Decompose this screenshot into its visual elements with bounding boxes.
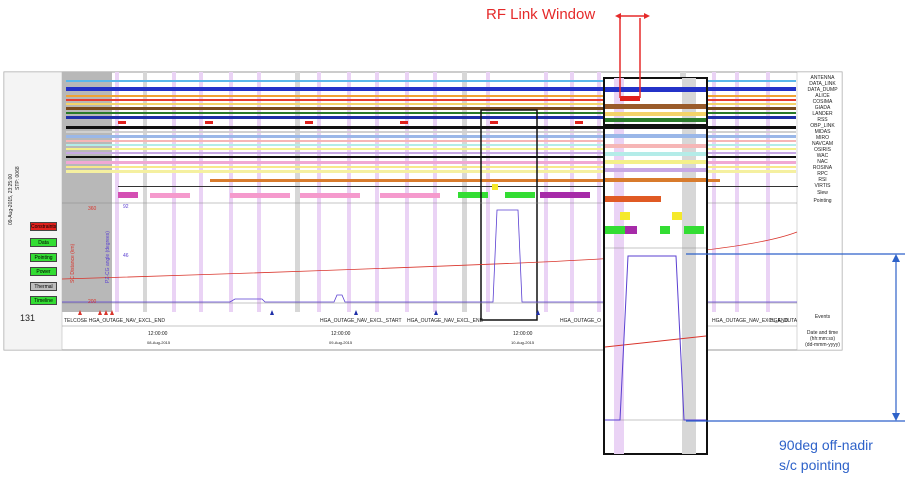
row-label-virtis: VIRTIS	[814, 183, 831, 189]
resource-bars	[66, 80, 798, 198]
row-label-obp-link: OBP_LINK	[810, 123, 835, 129]
row-label-events: Events	[814, 314, 831, 320]
date-tick: 08-Aug-2015	[147, 340, 171, 345]
angle-axis-label: PZ-CG angle (degrees)	[105, 231, 111, 283]
angle-max-tick: 92	[123, 204, 129, 210]
row-label-nac: NAC	[817, 159, 828, 165]
event-label: HGA_OUTA	[770, 318, 798, 324]
constraints-button[interactable]: Constraints	[30, 222, 57, 231]
row-label-giada: GIADA	[814, 105, 831, 111]
angle-line	[62, 209, 797, 303]
row-label-rsi: RSI	[818, 177, 827, 183]
timeline-button[interactable]: Timeline	[30, 296, 57, 305]
row-label-rss: RSS	[817, 117, 828, 123]
time-tick: 12:00:00	[148, 331, 168, 337]
row-number: 131	[20, 313, 36, 323]
thermal-button[interactable]: Thermal	[30, 282, 57, 291]
row-label-slew: Slew	[817, 190, 828, 196]
header-timestamp: 09-Aug-2015, 23:25:00	[8, 173, 14, 225]
row-label-data-dump: DATA_DUMP	[807, 87, 838, 93]
row-label-navcam: NAVCAM	[811, 141, 834, 147]
distance-max-tick: 360	[88, 206, 97, 212]
event-label: HGA_OUTAGE_NAV_EXCL_END	[407, 318, 484, 324]
row-label-wac: WAC	[816, 153, 829, 159]
inset-distance-line	[604, 335, 707, 348]
zoom-inset	[603, 77, 708, 455]
row-label-column	[796, 71, 843, 351]
event-label: HGA_OUTAGE_O	[560, 318, 602, 324]
row-label-cosima: COSIMA	[812, 99, 833, 105]
event-markers	[78, 310, 540, 315]
row-label-antenna: ANTENNA	[810, 75, 835, 81]
pointing-button[interactable]: Pointing	[30, 253, 57, 262]
row-label-date-format: (dd-mmm-yyyy)	[805, 342, 840, 348]
row-label-midas: MIDAS	[814, 129, 831, 135]
row-label-data-link: DATA_LINK	[809, 81, 836, 87]
row-label-time-format: (hh:mm:ss)	[810, 336, 835, 342]
event-label: TELCOSE HGA_OUTAGE_NAV_EXCL_END	[64, 318, 165, 324]
row-label-rpc: RPC	[817, 171, 828, 177]
data-button[interactable]: Data	[30, 238, 57, 247]
off-nadir-annotation	[686, 253, 905, 422]
row-label-rosina: ROSINA	[812, 165, 833, 171]
rf-link-window-label: RF Link Window	[486, 6, 596, 23]
highlight-box-main	[480, 109, 538, 321]
event-label: HGA_OUTAGE_NAV_EXCL_START	[320, 318, 402, 324]
time-tick: 12:00:00	[331, 331, 351, 337]
off-nadir-label: 90deg off-nadir s/c pointing	[779, 435, 873, 475]
distance-axis-label: SC Distance (km)	[70, 243, 76, 283]
off-nadir-label-line2: s/c pointing	[779, 457, 850, 473]
power-button[interactable]: Power	[30, 267, 57, 276]
angle-mid-tick: 46	[123, 253, 129, 259]
date-tick: 09-Aug-2015	[329, 340, 353, 345]
row-label-date-time: Date and time	[806, 330, 839, 336]
row-label-alice: ALICE	[815, 93, 830, 99]
row-label-miro: MIRO	[815, 135, 830, 141]
distance-min-tick: 200	[88, 299, 97, 305]
off-nadir-label-line1: 90deg off-nadir	[779, 437, 873, 453]
distance-line	[61, 231, 798, 280]
date-tick: 10-Aug-2015	[511, 340, 535, 345]
row-label-pointing: Pointing	[813, 198, 832, 204]
time-tick: 12:00:00	[513, 331, 533, 337]
header-stp: STP: 0068	[15, 166, 21, 190]
event-label: HGA_OUTAGE_NAV_EXCL_END	[712, 318, 789, 324]
rf-link-window-annotation	[615, 13, 650, 98]
inset-angle-line	[605, 255, 706, 421]
row-label-osiris: OSIRIS	[814, 147, 831, 153]
row-label-lander: LANDER	[812, 111, 833, 117]
